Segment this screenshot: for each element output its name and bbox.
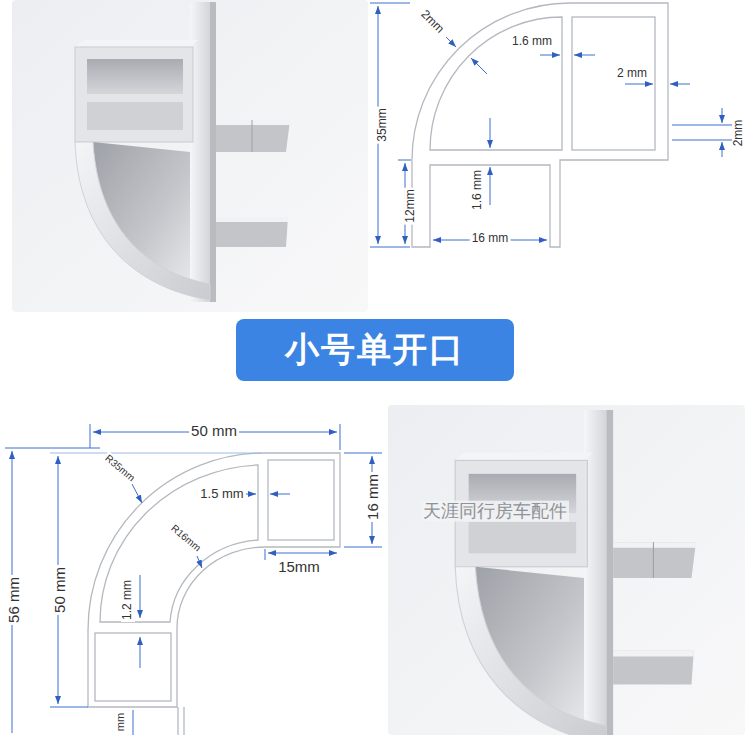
dimension-label: 2 mm xyxy=(615,67,649,81)
dimension-label: 2mm xyxy=(732,118,746,149)
dimension-label: 2mm xyxy=(416,6,447,37)
dimension-label: 12mm xyxy=(404,187,418,224)
dimension-label: 1.5 mm xyxy=(198,487,245,502)
dimension-label: 56 mm xyxy=(5,575,22,625)
dimension-label: 16 mm xyxy=(364,472,381,522)
watermark-text: 天涯同行房车配件 xyxy=(421,501,569,522)
dimension-label: 15mm xyxy=(276,558,322,575)
dimension-label: 16 mm xyxy=(470,232,511,246)
dimension-label: 1.6 mm xyxy=(510,35,554,49)
banner-text: 小号单开口 xyxy=(285,327,465,373)
dimension-label: mm xyxy=(114,711,127,733)
dimension-label: 1.6 mm xyxy=(471,168,485,212)
dimension-label: 50 mm xyxy=(51,565,68,615)
dimension-label: 50 mm xyxy=(189,422,239,439)
banner-box: 小号单开口 xyxy=(236,319,514,381)
dimension-label: 1.2 mm xyxy=(121,578,135,622)
dimension-label: R35mm xyxy=(101,451,138,485)
dimension-label: 35mm xyxy=(376,106,390,143)
